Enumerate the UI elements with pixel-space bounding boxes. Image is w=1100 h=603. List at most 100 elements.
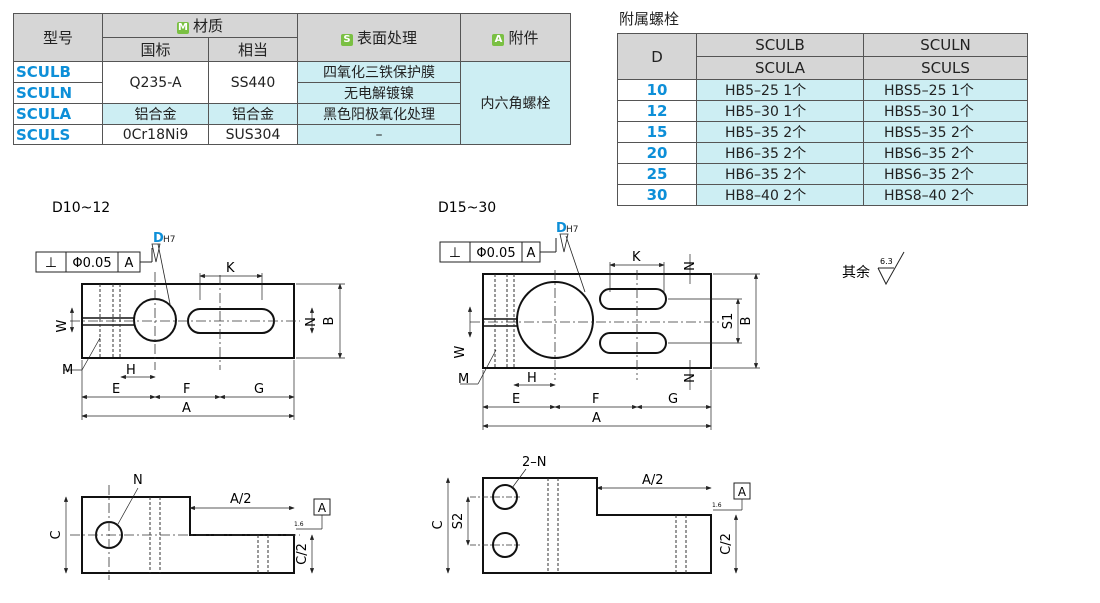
perpendicularity-icon: ⊥ [45, 255, 57, 271]
left-side-c: C [49, 530, 64, 539]
left-dim-n: N [301, 317, 316, 327]
left-dim-e: E [112, 382, 120, 397]
right-dim-w: W [453, 345, 468, 358]
model-cell: SCULS [13, 124, 103, 145]
left-dim-m: M [62, 363, 73, 378]
left-d-label: D [153, 231, 164, 246]
left-dim-g: G [254, 382, 264, 397]
surface-roughness-note: 其余 6.3 [842, 251, 905, 286]
left-dim-b: B [322, 317, 337, 326]
col-standard: 国标 [102, 37, 209, 62]
right-drawing-title: D15~30 [438, 200, 496, 216]
col-bolt-1-top: SCULB [696, 33, 864, 57]
right-dim-b: B [739, 317, 754, 326]
right-dim-g: G [668, 392, 678, 407]
bolt-table-title: 附属螺栓 [619, 10, 680, 28]
bolt-cell: HBS8–40 2个 [863, 184, 1028, 206]
standard-cell: Q235-A [102, 61, 209, 104]
equivalent-cell: 铝合金 [208, 103, 298, 125]
left-dim-f: F [183, 382, 190, 397]
accessory-cell: 内六角螺栓 [460, 61, 571, 145]
left-dim-k: K [226, 261, 235, 276]
right-side-2n: 2–N [522, 455, 547, 470]
left-tolerance-frame: ⊥ Φ0.05 A [35, 243, 161, 273]
right-drawing: D15~30 ⊥ Φ0.05 A D H7 [431, 200, 760, 574]
right-dim-n-top: N [680, 261, 695, 271]
left-dim-w: W [55, 319, 70, 332]
bolt-cell: HB5–30 1个 [696, 100, 864, 122]
left-d-fit: H7 [163, 235, 176, 245]
right-dim-f: F [592, 392, 599, 407]
right-tol-datum: A [527, 246, 536, 261]
left-drawing-title: D10~12 [52, 200, 110, 216]
d-cell: 20 [617, 142, 697, 164]
bolt-cell: HB6–35 2个 [696, 142, 864, 164]
right-side-s2: S2 [451, 513, 466, 530]
bolt-cell: HB8–40 2个 [696, 184, 864, 206]
left-side-a2: A/2 [230, 492, 252, 507]
right-dim-e: E [512, 392, 520, 407]
right-d-fit: H7 [566, 225, 579, 235]
col-bolt-2-bottom: SCULS [863, 56, 1028, 80]
right-tol-value: Φ0.05 [476, 246, 515, 261]
bolt-cell: HB5–35 2个 [696, 121, 864, 143]
right-dim-a: A [592, 411, 601, 426]
bolt-cell: HBS5–30 1个 [863, 100, 1028, 122]
left-tol-value: Φ0.05 [72, 256, 111, 271]
accessory-badge: A [492, 34, 505, 46]
left-side-c2: C/2 [295, 543, 310, 565]
right-side-datum: A [738, 485, 747, 499]
right-dim-s1: S1 [721, 313, 736, 330]
col-material-label: 材质 [192, 17, 223, 35]
right-tolerance-frame: ⊥ Φ0.05 A [439, 233, 569, 263]
right-side-rough: 1.6 [712, 502, 722, 509]
right-dim-n-bottom: N [680, 373, 695, 383]
right-dim-h: H [527, 371, 537, 386]
model-cell: SCULN [13, 82, 103, 104]
surface-note-text: 其余 [842, 264, 870, 281]
left-side-n: N [133, 473, 143, 488]
col-bolt-1-bottom: SCULA [696, 56, 864, 80]
equivalent-cell: SUS304 [208, 124, 298, 145]
surface-badge: S [340, 34, 353, 46]
bolt-cell: HB5–25 1个 [696, 79, 864, 101]
col-surface-label: 表面处理 [356, 29, 417, 47]
bolt-cell: HBS5–35 2个 [863, 121, 1028, 143]
roughness-symbol-icon [877, 251, 905, 286]
model-cell: SCULA [13, 103, 103, 125]
surface-cell: 黑色阳极氧化处理 [297, 103, 461, 125]
left-drawing: D10~12 ⊥ Φ0.05 A D H7 [35, 200, 345, 580]
surface-cell: 四氧化三铁保护膜 [297, 61, 461, 83]
d-cell: 12 [617, 100, 697, 122]
col-d: D [617, 33, 697, 80]
model-cell: SCULB [13, 61, 103, 83]
perpendicularity-icon: ⊥ [449, 245, 461, 261]
standard-cell: 铝合金 [102, 103, 209, 125]
equivalent-cell: SS440 [208, 61, 298, 104]
right-side-c2: C/2 [719, 533, 734, 555]
col-model: 型号 [13, 13, 103, 62]
right-d-label: D [556, 221, 567, 236]
col-equivalent: 相当 [208, 37, 298, 62]
standard-cell: 0Cr18Ni9 [102, 124, 209, 145]
left-side-rough: 1.6 [294, 521, 304, 528]
surface-note-roughness: 6.3 [880, 257, 893, 266]
left-dim-a: A [182, 401, 191, 416]
surface-cell: 无电解镀镍 [297, 82, 461, 104]
left-side-datum: A [318, 501, 327, 515]
bolt-cell: HB6–35 2个 [696, 163, 864, 185]
bolt-cell: HBS5–25 1个 [863, 79, 1028, 101]
right-side-c: C [431, 520, 446, 529]
right-dim-m: M [458, 372, 469, 387]
right-side-a2: A/2 [642, 473, 664, 488]
surface-cell: – [297, 124, 461, 145]
d-cell: 15 [617, 121, 697, 143]
left-tol-datum: A [125, 256, 134, 271]
col-accessory-label: 附件 [508, 29, 539, 47]
material-badge: M [176, 22, 189, 34]
